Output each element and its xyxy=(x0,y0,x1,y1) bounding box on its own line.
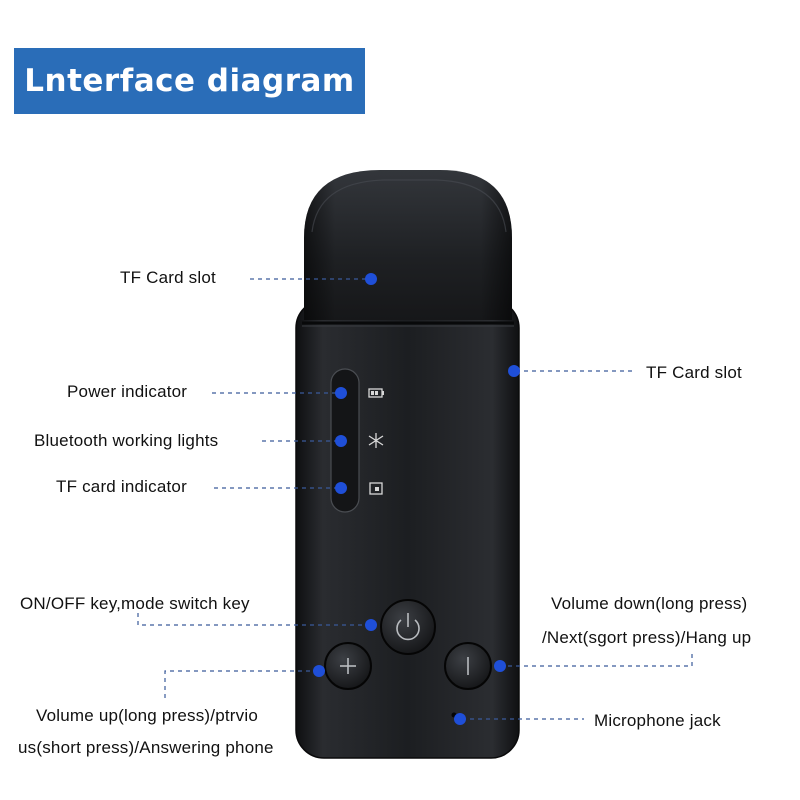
device-cap xyxy=(302,170,514,327)
label-tf-card-slot-left: TF Card slot xyxy=(120,268,216,287)
power-icon xyxy=(396,613,420,641)
label-bluetooth-lights: Bluetooth working lights xyxy=(34,431,219,450)
label-power-indicator: Power indicator xyxy=(67,382,188,401)
device-body xyxy=(295,299,520,759)
label-onoff-key: ON/OFF key,mode switch key xyxy=(20,594,250,613)
bluetooth-icon xyxy=(368,433,384,448)
callout-markers xyxy=(313,273,520,725)
diagram-title: Lnterface diagram xyxy=(24,63,355,99)
label-volume-down-line1: Volume down(long press) xyxy=(551,594,748,613)
leader-lines xyxy=(137,278,693,720)
label-microphone-jack: Microphone jack xyxy=(594,711,721,730)
volume-down-button xyxy=(444,642,492,690)
onoff-button xyxy=(380,599,436,655)
diagram-title-banner: Lnterface diagram xyxy=(14,48,365,114)
volume-up-button xyxy=(324,642,372,690)
label-tf-card-indicator: TF card indicator xyxy=(56,477,187,496)
battery-icon xyxy=(368,388,384,398)
label-volume-down-line2: /Next(sgort press)/Hang up xyxy=(542,628,752,647)
tf-card-icon xyxy=(369,482,383,495)
label-tf-card-slot-right: TF Card slot xyxy=(646,363,742,382)
plus-icon xyxy=(340,658,356,674)
label-volume-up-line2: us(short press)/Answering phone xyxy=(18,738,274,757)
label-volume-up-line1: Volume up(long press)/ptrvio xyxy=(36,706,258,725)
